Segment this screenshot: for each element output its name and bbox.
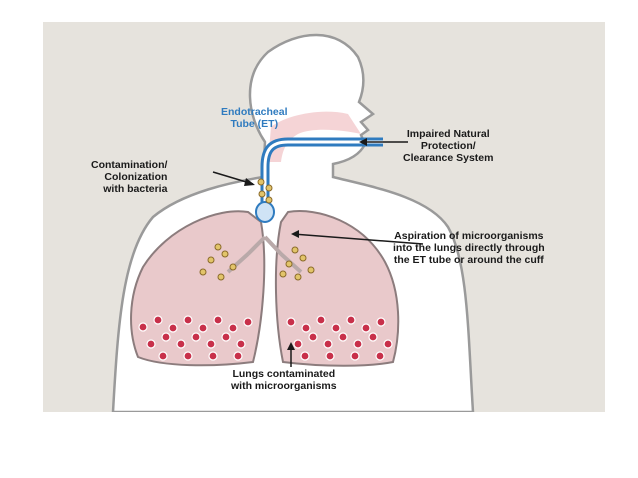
lungs-contaminated-label: Lungs contaminated with microorganisms <box>231 368 337 392</box>
aspiration-label-line: the ET tube or around the cuff <box>393 254 544 266</box>
upper-airway <box>268 111 361 162</box>
impaired-label: Impaired Natural Protection/ Clearance S… <box>403 128 493 164</box>
ventilator-pneumonia-diagram <box>111 33 475 412</box>
contamination-label-line: Contamination/ <box>91 159 168 171</box>
contamination-label: Contamination/ Colonization with bacteri… <box>91 159 167 195</box>
lower-lung-bacteria <box>138 315 393 361</box>
impaired-label-line: Clearance System <box>403 152 494 164</box>
endotracheal-tube-inner <box>263 140 383 217</box>
et-tube-label-line: Endotracheal <box>221 106 288 118</box>
aspiration-label: Aspiration of microorganisms into the lu… <box>393 230 545 266</box>
aspiration-label-line: Aspiration of microorganisms <box>394 230 544 242</box>
et-cuff <box>255 201 275 223</box>
diagram-figure: Endotracheal Tube (ET) Impaired Natural … <box>43 22 605 412</box>
tube-bacteria <box>257 178 273 204</box>
pointer-arrowheads <box>244 138 367 350</box>
et-tube-label-line: Tube (ET) <box>230 118 279 130</box>
et-tube-label: Endotracheal Tube (ET) <box>221 106 288 130</box>
lungs-contaminated-label-line: Lungs contaminated <box>232 368 336 380</box>
bronchi <box>226 235 303 274</box>
impaired-label-line: Protection/ <box>420 140 476 152</box>
impaired-label-line: Impaired Natural <box>406 128 490 140</box>
contamination-label-line: Colonization <box>104 171 168 183</box>
lungs-contaminated-label-line: with microorganisms <box>231 380 337 392</box>
contamination-label-line: with bacteria <box>103 183 168 195</box>
aspiration-label-line: into the lungs directly through <box>393 242 545 254</box>
upper-lung-bacteria <box>199 243 315 281</box>
aspiration-pointer <box>292 233 424 245</box>
